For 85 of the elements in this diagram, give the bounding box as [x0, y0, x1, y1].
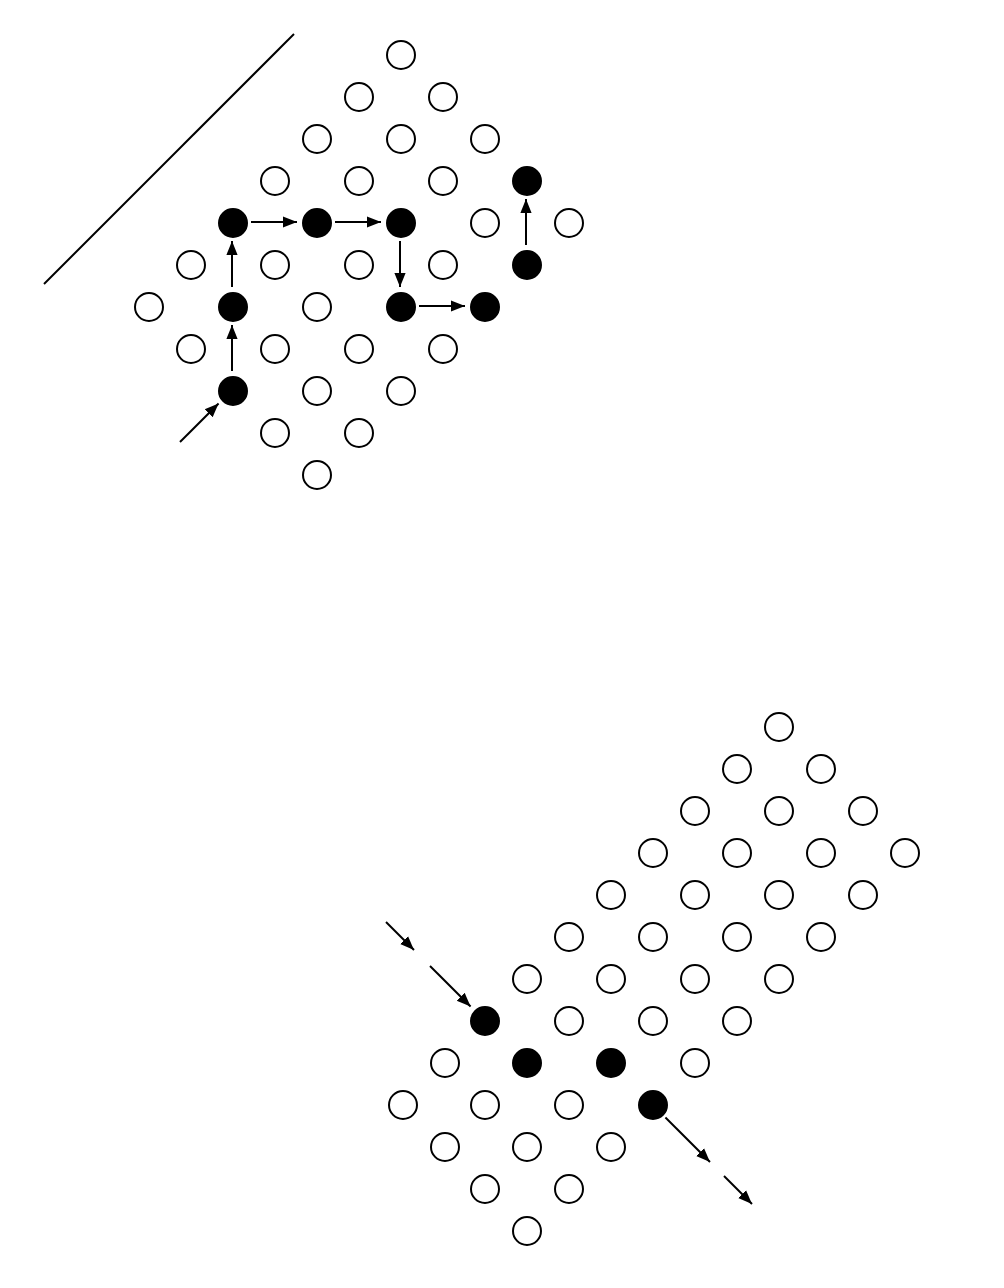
arrow [429, 965, 472, 1008]
open-circle [385, 375, 415, 405]
filled-dot [511, 249, 541, 279]
open-circle [343, 81, 373, 111]
open-circle [259, 249, 289, 279]
open-circle [301, 459, 331, 489]
open-circle [511, 963, 541, 993]
arrow [226, 324, 238, 372]
open-circle [511, 1215, 541, 1245]
open-circle [679, 795, 709, 825]
open-circle [637, 837, 667, 867]
open-circle [637, 1005, 667, 1035]
open-circle [805, 837, 835, 867]
open-circle [553, 1089, 583, 1119]
arrow [226, 240, 238, 288]
arrow [250, 216, 298, 228]
arrow [520, 198, 532, 246]
open-circle [427, 249, 457, 279]
open-circle [385, 39, 415, 69]
open-circle [133, 291, 163, 321]
open-circle [637, 921, 667, 951]
open-circle [343, 165, 373, 195]
open-circle [301, 291, 331, 321]
filled-dot [637, 1089, 667, 1119]
open-circle [301, 123, 331, 153]
open-circle [805, 921, 835, 951]
open-circle [721, 921, 751, 951]
open-circle [259, 333, 289, 363]
open-circle [301, 375, 331, 405]
open-circle [553, 921, 583, 951]
open-circle [553, 1005, 583, 1035]
open-circle [553, 207, 583, 237]
filled-dot [385, 291, 415, 321]
open-circle [469, 1173, 499, 1203]
arrow [334, 216, 382, 228]
filled-dot [217, 375, 247, 405]
open-circle [721, 837, 751, 867]
filled-dot [469, 291, 499, 321]
open-circle [175, 249, 205, 279]
open-circle [679, 1047, 709, 1077]
filled-dot [217, 207, 247, 237]
filled-dot [469, 1005, 499, 1035]
filled-dot [301, 207, 331, 237]
open-circle [427, 81, 457, 111]
open-circle [595, 1131, 625, 1161]
open-circle [889, 837, 919, 867]
filled-dot [511, 1047, 541, 1077]
open-circle [595, 879, 625, 909]
open-circle [343, 333, 373, 363]
filled-dot [217, 291, 247, 321]
open-circle [429, 1047, 459, 1077]
filled-dot [511, 165, 541, 195]
open-circle [721, 1005, 751, 1035]
open-circle [427, 165, 457, 195]
open-circle [847, 879, 877, 909]
open-circle [259, 165, 289, 195]
arrow [664, 1116, 711, 1163]
open-circle [469, 207, 499, 237]
open-circle [553, 1173, 583, 1203]
open-circle [175, 333, 205, 363]
open-circle [343, 249, 373, 279]
open-circle [511, 1131, 541, 1161]
open-circle [847, 795, 877, 825]
open-circle [679, 879, 709, 909]
open-circle [385, 123, 415, 153]
open-circle [259, 417, 289, 447]
open-circle [763, 711, 793, 741]
open-circle [805, 753, 835, 783]
filled-dot [595, 1047, 625, 1077]
open-circle [469, 123, 499, 153]
open-circle [763, 963, 793, 993]
arrow [394, 240, 406, 288]
open-circle [763, 795, 793, 825]
arrow [418, 300, 466, 312]
open-circle [679, 963, 709, 993]
open-circle [343, 417, 373, 447]
filled-dot [385, 207, 415, 237]
open-circle [427, 333, 457, 363]
open-circle [721, 753, 751, 783]
open-circle [429, 1131, 459, 1161]
arrow [179, 402, 220, 443]
open-circle [595, 963, 625, 993]
open-circle [763, 879, 793, 909]
open-circle [469, 1089, 499, 1119]
open-circle [387, 1089, 417, 1119]
